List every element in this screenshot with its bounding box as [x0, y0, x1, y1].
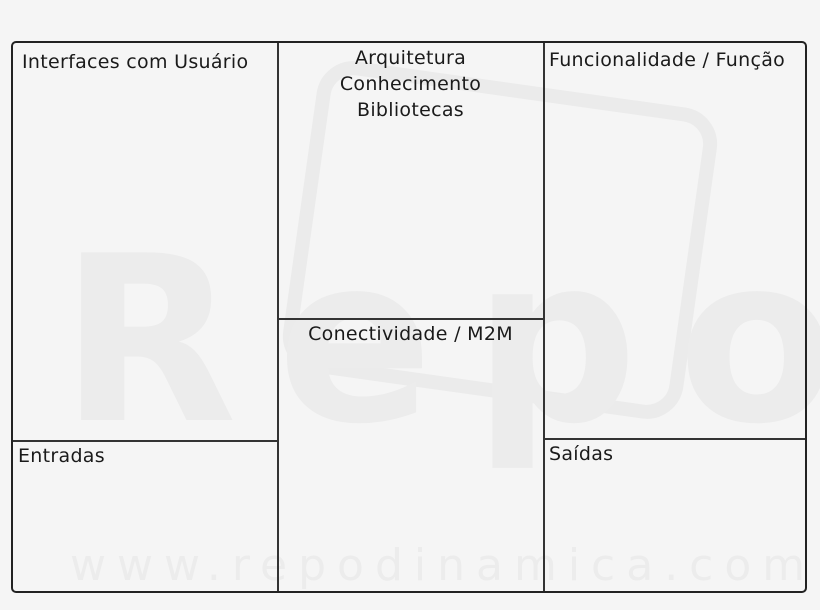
cell-arquitetura-line-3: Bibliotecas [357, 99, 464, 121]
cell-interfaces: Interfaces com Usuário [13, 43, 277, 440]
divider-left-horizontal [13, 440, 278, 442]
canvas-board: Interfaces com Usuário Arquitetura Conhe… [11, 41, 807, 593]
divider-right-horizontal [544, 438, 805, 440]
cell-funcionalidade-label: Funcionalidade / Função [549, 49, 786, 71]
cell-arquitetura: Arquitetura Conhecimento Bibliotecas [278, 43, 543, 318]
cell-entradas-label: Entradas [18, 445, 105, 467]
divider-right [543, 43, 545, 591]
cell-arquitetura-line-1: Arquitetura [354, 47, 467, 69]
cell-saidas-label: Saídas [549, 443, 614, 465]
divider-left [277, 43, 279, 591]
cell-interfaces-label: Interfaces com Usuário [22, 51, 249, 73]
cell-funcionalidade: Funcionalidade / Função [544, 43, 805, 438]
cell-arquitetura-line-2: Conhecimento [339, 73, 482, 95]
cell-entradas: Entradas [13, 441, 277, 591]
divider-center-horizontal [278, 318, 544, 320]
cell-conectividade-label: Conectividade / M2M [308, 323, 513, 345]
cell-saidas: Saídas [544, 439, 805, 591]
cell-conectividade: Conectividade / M2M [278, 319, 543, 591]
